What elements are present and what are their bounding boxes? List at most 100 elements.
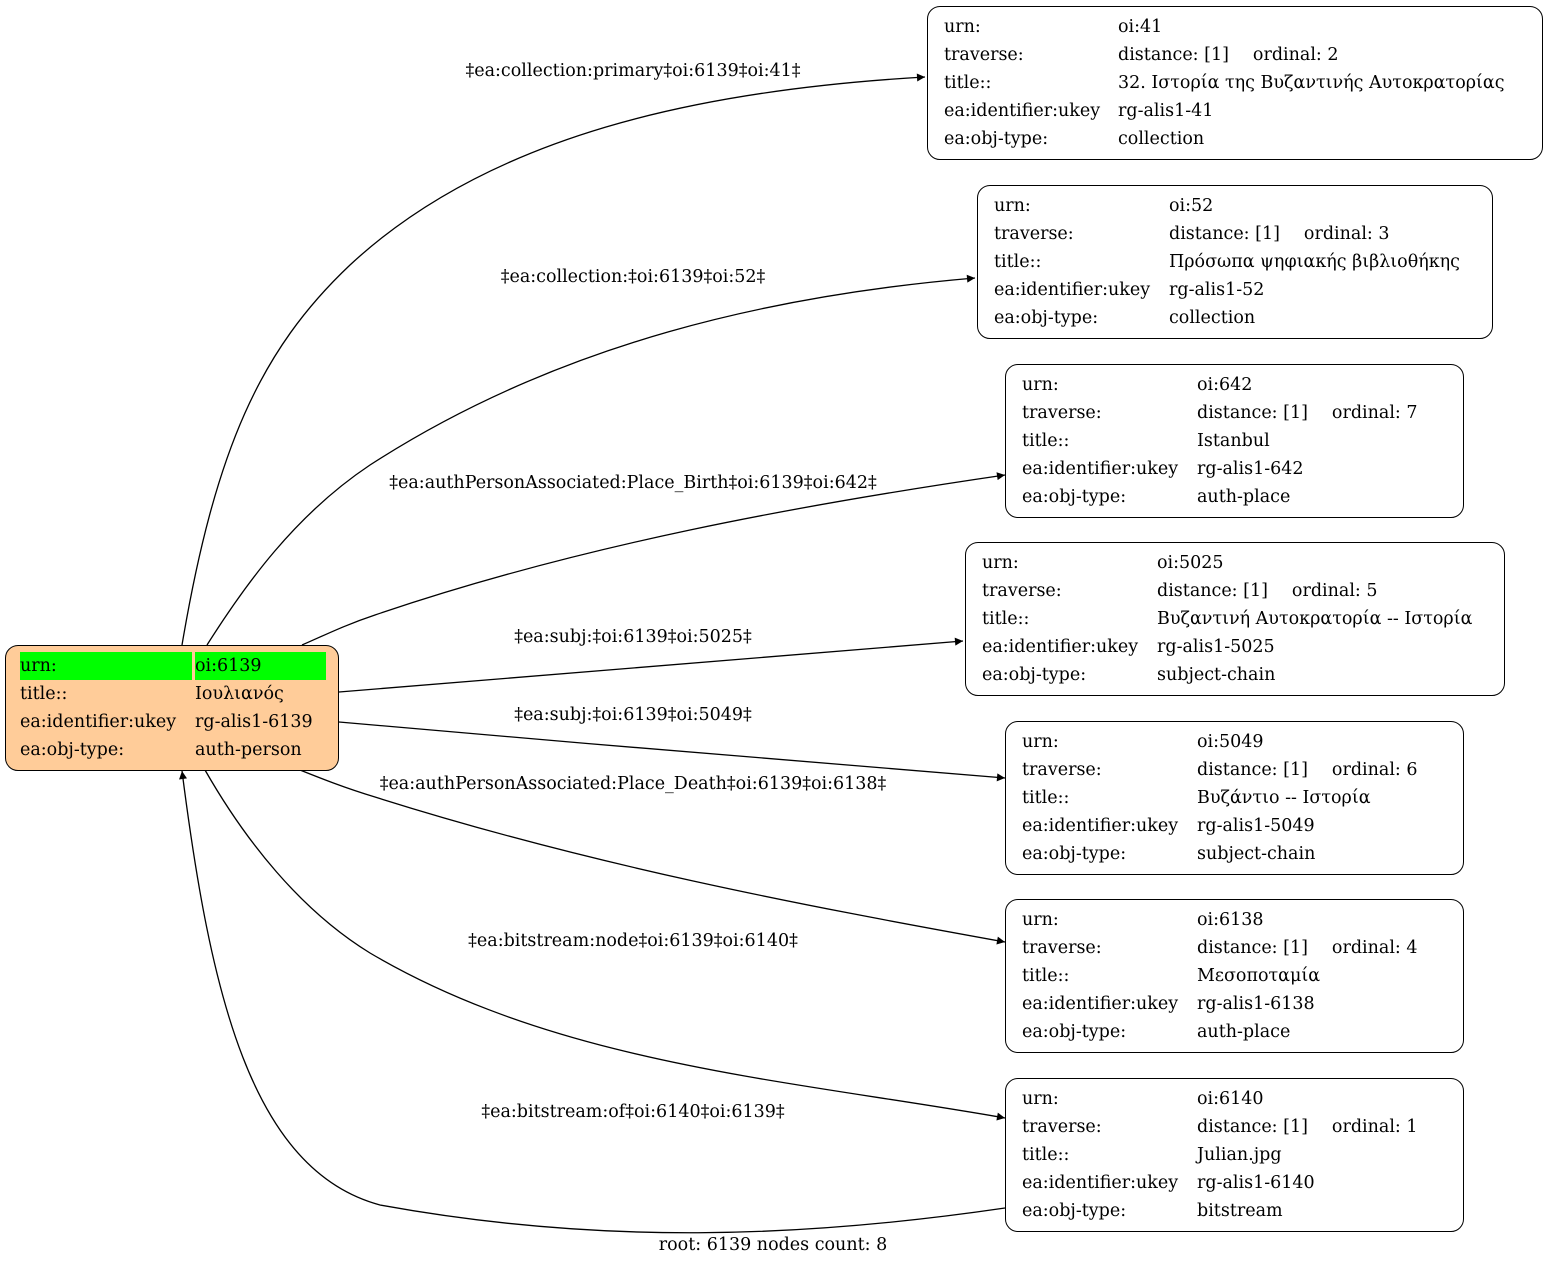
node-key: urn:	[1022, 910, 1059, 930]
node-value: distance: [1]ordinal: 7	[1197, 403, 1418, 423]
root-key: title::	[20, 684, 68, 704]
node-key: ea:identifier:ukey	[944, 101, 1101, 121]
node-key: traverse:	[1022, 760, 1102, 780]
node-key: traverse:	[944, 45, 1024, 65]
node-key: ea:obj-type:	[1022, 1201, 1127, 1221]
node-key: title::	[994, 252, 1042, 272]
node-key: title::	[982, 609, 1030, 629]
edge-subj-5025	[338, 637, 964, 693]
node-key: title::	[944, 73, 992, 93]
node-key: traverse:	[1022, 938, 1102, 958]
node-value: Βυζαντινή Αυτοκρατορία -- Ιστορία	[1157, 609, 1473, 629]
node-oi-6140[interactable]: urn: oi:6140 traverse: distance: [1]ordina…	[1005, 1078, 1464, 1232]
root-row-title: title:: Ιουλιανός	[20, 680, 338, 708]
node-value: distance: [1]ordinal: 3	[1169, 224, 1390, 244]
node-key: urn:	[1022, 1089, 1059, 1109]
root-value: rg-alis1-6139	[195, 712, 313, 732]
root-value: Ιουλιανός	[195, 684, 284, 704]
node-oi-5049[interactable]: urn: oi:5049 traverse: distance: [1]ordina…	[1005, 721, 1464, 875]
edge-label: ‡ea:subj:‡oi:6139‡oi:5049‡	[514, 705, 752, 725]
node-value: oi:5025	[1157, 553, 1224, 573]
edge-label: ‡ea:collection:‡oi:6139‡oi:52‡	[500, 267, 766, 287]
node-key: urn:	[944, 17, 981, 37]
node-key: ea:obj-type:	[982, 665, 1087, 685]
edge-label: ‡ea:authPersonAssociated:Place_Birth‡oi:…	[389, 473, 877, 493]
root-value: oi:6139	[195, 652, 326, 680]
node-key: ea:identifier:ukey	[1022, 459, 1179, 479]
node-value: rg-alis1-6138	[1197, 994, 1315, 1014]
node-value: subject-chain	[1197, 844, 1316, 864]
node-value: rg-alis1-5025	[1157, 637, 1275, 657]
node-value: distance: [1]ordinal: 4	[1197, 938, 1418, 958]
node-key: traverse:	[982, 581, 1062, 601]
node-value: rg-alis1-52	[1169, 280, 1265, 300]
node-value: oi:52	[1169, 196, 1214, 216]
root-node[interactable]: urn: oi:6139 title:: Ιουλιανός ea:identi…	[5, 645, 339, 771]
root-key: ea:identifier:ukey	[20, 712, 177, 732]
edge-collection-primary	[181, 73, 926, 646]
edge-subj-5049	[338, 721, 1006, 782]
edge-label: ‡ea:authPersonAssociated:Place_Death‡oi:…	[379, 774, 887, 794]
node-key: ea:identifier:ukey	[1022, 1173, 1179, 1193]
node-value: Μεσοποταμία	[1197, 966, 1321, 986]
node-oi-5025[interactable]: urn: oi:5025 traverse: distance: [1]ordina…	[965, 542, 1505, 696]
node-key: title::	[1022, 788, 1070, 808]
node-value: Πρόσωπα ψηφιακής βιβλιοθήκης	[1169, 252, 1460, 272]
node-key: traverse:	[1022, 403, 1102, 423]
node-value: oi:642	[1197, 375, 1253, 395]
node-key: urn:	[994, 196, 1031, 216]
node-key: traverse:	[1022, 1117, 1102, 1137]
node-value: distance: [1]ordinal: 2	[1118, 45, 1339, 65]
node-value: oi:6140	[1197, 1089, 1264, 1109]
edge-bitstream-of	[179, 770, 1006, 1234]
node-key: ea:obj-type:	[944, 129, 1049, 149]
node-key: ea:obj-type:	[994, 308, 1099, 328]
node-value: subject-chain	[1157, 665, 1276, 685]
node-key: title::	[1022, 966, 1070, 986]
node-value: rg-alis1-5049	[1197, 816, 1315, 836]
node-value: auth-place	[1197, 487, 1291, 507]
root-row-urn: urn: oi:6139	[20, 652, 338, 680]
root-row-obj-type: ea:obj-type: auth-person	[20, 736, 338, 764]
node-key: ea:obj-type:	[1022, 1022, 1127, 1042]
node-key: ea:identifier:ukey	[1022, 994, 1179, 1014]
graph-footer: root: 6139 nodes count: 8	[658, 1235, 888, 1255]
node-key: ea:identifier:ukey	[1022, 816, 1179, 836]
root-key: ea:obj-type:	[20, 740, 125, 760]
node-oi-52[interactable]: urn:oi:52 traverse:distance: [1]ordinal:…	[977, 185, 1493, 339]
node-key: urn:	[1022, 732, 1059, 752]
node-key: ea:obj-type:	[1022, 844, 1127, 864]
node-key: ea:identifier:ukey	[982, 637, 1139, 657]
node-oi-41[interactable]: urn: oi:41 traverse: distance: [1]ordinal:…	[927, 6, 1543, 160]
edge-label: ‡ea:bitstream:of‡oi:6140‡oi:6139‡	[481, 1102, 785, 1122]
node-value: 32. Ιστορία της Βυζαντινής Αυτοκρατορίας	[1118, 73, 1505, 93]
edge-label: ‡ea:collection:primary‡oi:6139‡oi:41‡	[465, 61, 801, 81]
node-value: rg-alis1-41	[1118, 101, 1214, 121]
node-value: oi:6138	[1197, 910, 1264, 930]
node-value: oi:5049	[1197, 732, 1264, 752]
node-value: oi:41	[1118, 17, 1163, 37]
node-key: title::	[1022, 431, 1070, 451]
root-key: urn:	[20, 652, 192, 680]
node-value: collection	[1169, 308, 1256, 328]
node-key: urn:	[1022, 375, 1059, 395]
node-oi-642[interactable]: urn: oi:642 traverse: distance: [1]ordinal…	[1005, 364, 1464, 518]
node-value: bitstream	[1197, 1201, 1283, 1221]
root-row-ukey: ea:identifier:ukey rg-alis1-6139	[20, 708, 338, 736]
node-value: distance: [1]ordinal: 6	[1197, 760, 1418, 780]
node-value: collection	[1118, 129, 1205, 149]
node-key: ea:obj-type:	[1022, 487, 1127, 507]
node-value: Βυζάντιο -- Ιστορία	[1197, 788, 1371, 808]
node-value: Julian.jpg	[1197, 1145, 1282, 1165]
edge-bitstream-node	[204, 769, 1006, 1121]
edge-label: ‡ea:subj:‡oi:6139‡oi:5025‡	[514, 627, 752, 647]
node-key: title::	[1022, 1145, 1070, 1165]
node-key: urn:	[982, 553, 1019, 573]
node-value: auth-place	[1197, 1022, 1291, 1042]
node-oi-6138[interactable]: urn: oi:6138 traverse: distance: [1]ordina…	[1005, 899, 1464, 1053]
node-value: Istanbul	[1197, 431, 1270, 451]
node-value: distance: [1]ordinal: 5	[1157, 581, 1378, 601]
node-value: distance: [1]ordinal: 1	[1197, 1117, 1418, 1137]
node-value: rg-alis1-6140	[1197, 1173, 1315, 1193]
